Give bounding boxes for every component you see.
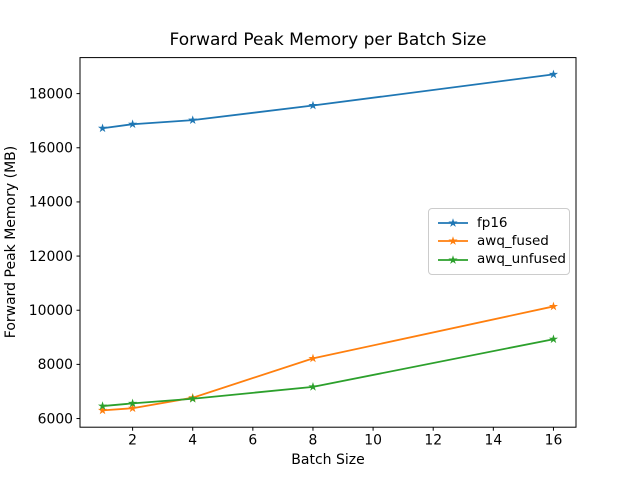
svg-text:2: 2 xyxy=(128,433,137,449)
legend-item-awq-unfused: awq_unfused xyxy=(437,251,566,268)
legend-label: awq_fused xyxy=(477,232,549,249)
legend: fp16 awq_fused awq_unfused xyxy=(428,208,570,275)
y-axis-label: Forward Peak Memory (MB) xyxy=(3,145,19,339)
svg-text:12: 12 xyxy=(424,433,442,449)
legend-item-awq-fused: awq_fused xyxy=(437,233,561,250)
svg-text:10000: 10000 xyxy=(29,303,73,319)
chart-title: Forward Peak Memory per Batch Size xyxy=(169,30,487,50)
legend-line-star-icon xyxy=(438,218,468,228)
legend-line-star-icon xyxy=(438,255,468,264)
svg-text:6000: 6000 xyxy=(38,411,73,427)
legend-label: awq_unfused xyxy=(477,251,566,268)
svg-text:6: 6 xyxy=(248,433,257,449)
svg-text:14000: 14000 xyxy=(29,195,73,211)
legend-line-star-icon xyxy=(438,236,468,246)
legend-item-fp16: fp16 xyxy=(437,215,561,232)
svg-text:8000: 8000 xyxy=(38,357,73,373)
svg-text:8: 8 xyxy=(309,433,318,449)
svg-text:10: 10 xyxy=(364,433,382,449)
svg-text:18000: 18000 xyxy=(29,86,73,102)
svg-text:16: 16 xyxy=(545,433,563,449)
legend-label: fp16 xyxy=(477,214,508,231)
svg-text:12000: 12000 xyxy=(29,249,73,265)
x-axis-label: Batch Size xyxy=(291,452,365,468)
svg-text:4: 4 xyxy=(188,433,197,449)
svg-text:14: 14 xyxy=(484,433,502,449)
svg-text:16000: 16000 xyxy=(29,141,73,157)
